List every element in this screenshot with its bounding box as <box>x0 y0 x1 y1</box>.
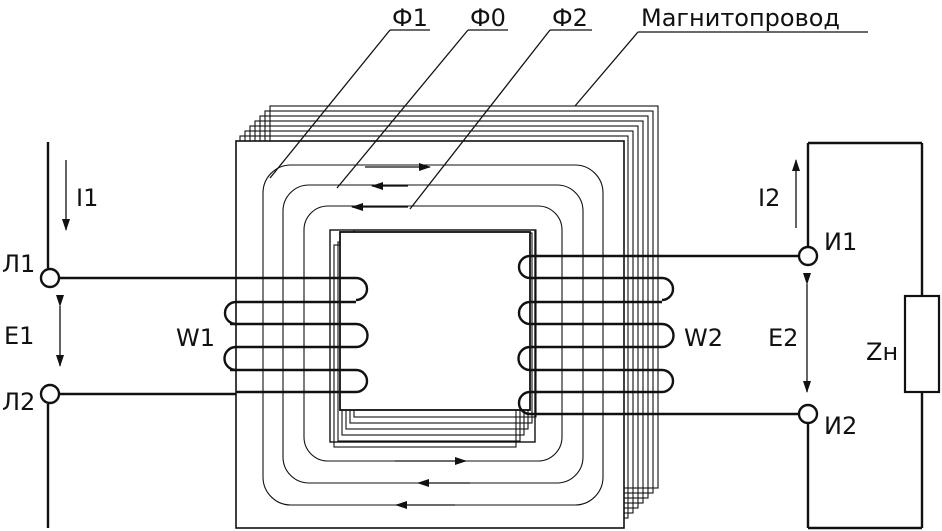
flux-arrows <box>351 163 470 509</box>
terminal-u1 <box>797 245 819 267</box>
label-l2: Л2 <box>2 388 35 416</box>
winding-w1 <box>223 276 369 394</box>
secondary-circuit <box>792 141 941 530</box>
label-i2: I2 <box>758 184 780 212</box>
load-resistor <box>903 294 941 394</box>
label-core: Магнитопровод <box>641 4 840 32</box>
label-u2: И2 <box>824 412 857 440</box>
label-phi1: Ф1 <box>392 4 428 32</box>
labels: Ф1 Ф0 Ф2 Магнитопровод I1 Л1 E1 Л2 W1 W2… <box>2 4 898 440</box>
label-zn: Zн <box>866 338 898 366</box>
label-l1: Л1 <box>2 250 35 278</box>
terminal-l2 <box>39 383 61 405</box>
label-i1: I1 <box>76 184 98 212</box>
terminals <box>39 245 819 425</box>
leader-lines <box>269 29 868 210</box>
terminal-l1 <box>39 267 61 289</box>
label-phi0: Ф0 <box>470 4 506 32</box>
label-w1: W1 <box>176 324 215 352</box>
label-w2: W2 <box>684 324 723 352</box>
winding-w2 <box>517 254 800 416</box>
label-e1: E1 <box>4 322 34 350</box>
label-u1: И1 <box>824 228 857 256</box>
label-phi2: Ф2 <box>552 4 588 32</box>
terminal-u2 <box>797 403 819 425</box>
primary-circuit <box>46 142 356 528</box>
label-e2: E2 <box>768 324 798 352</box>
